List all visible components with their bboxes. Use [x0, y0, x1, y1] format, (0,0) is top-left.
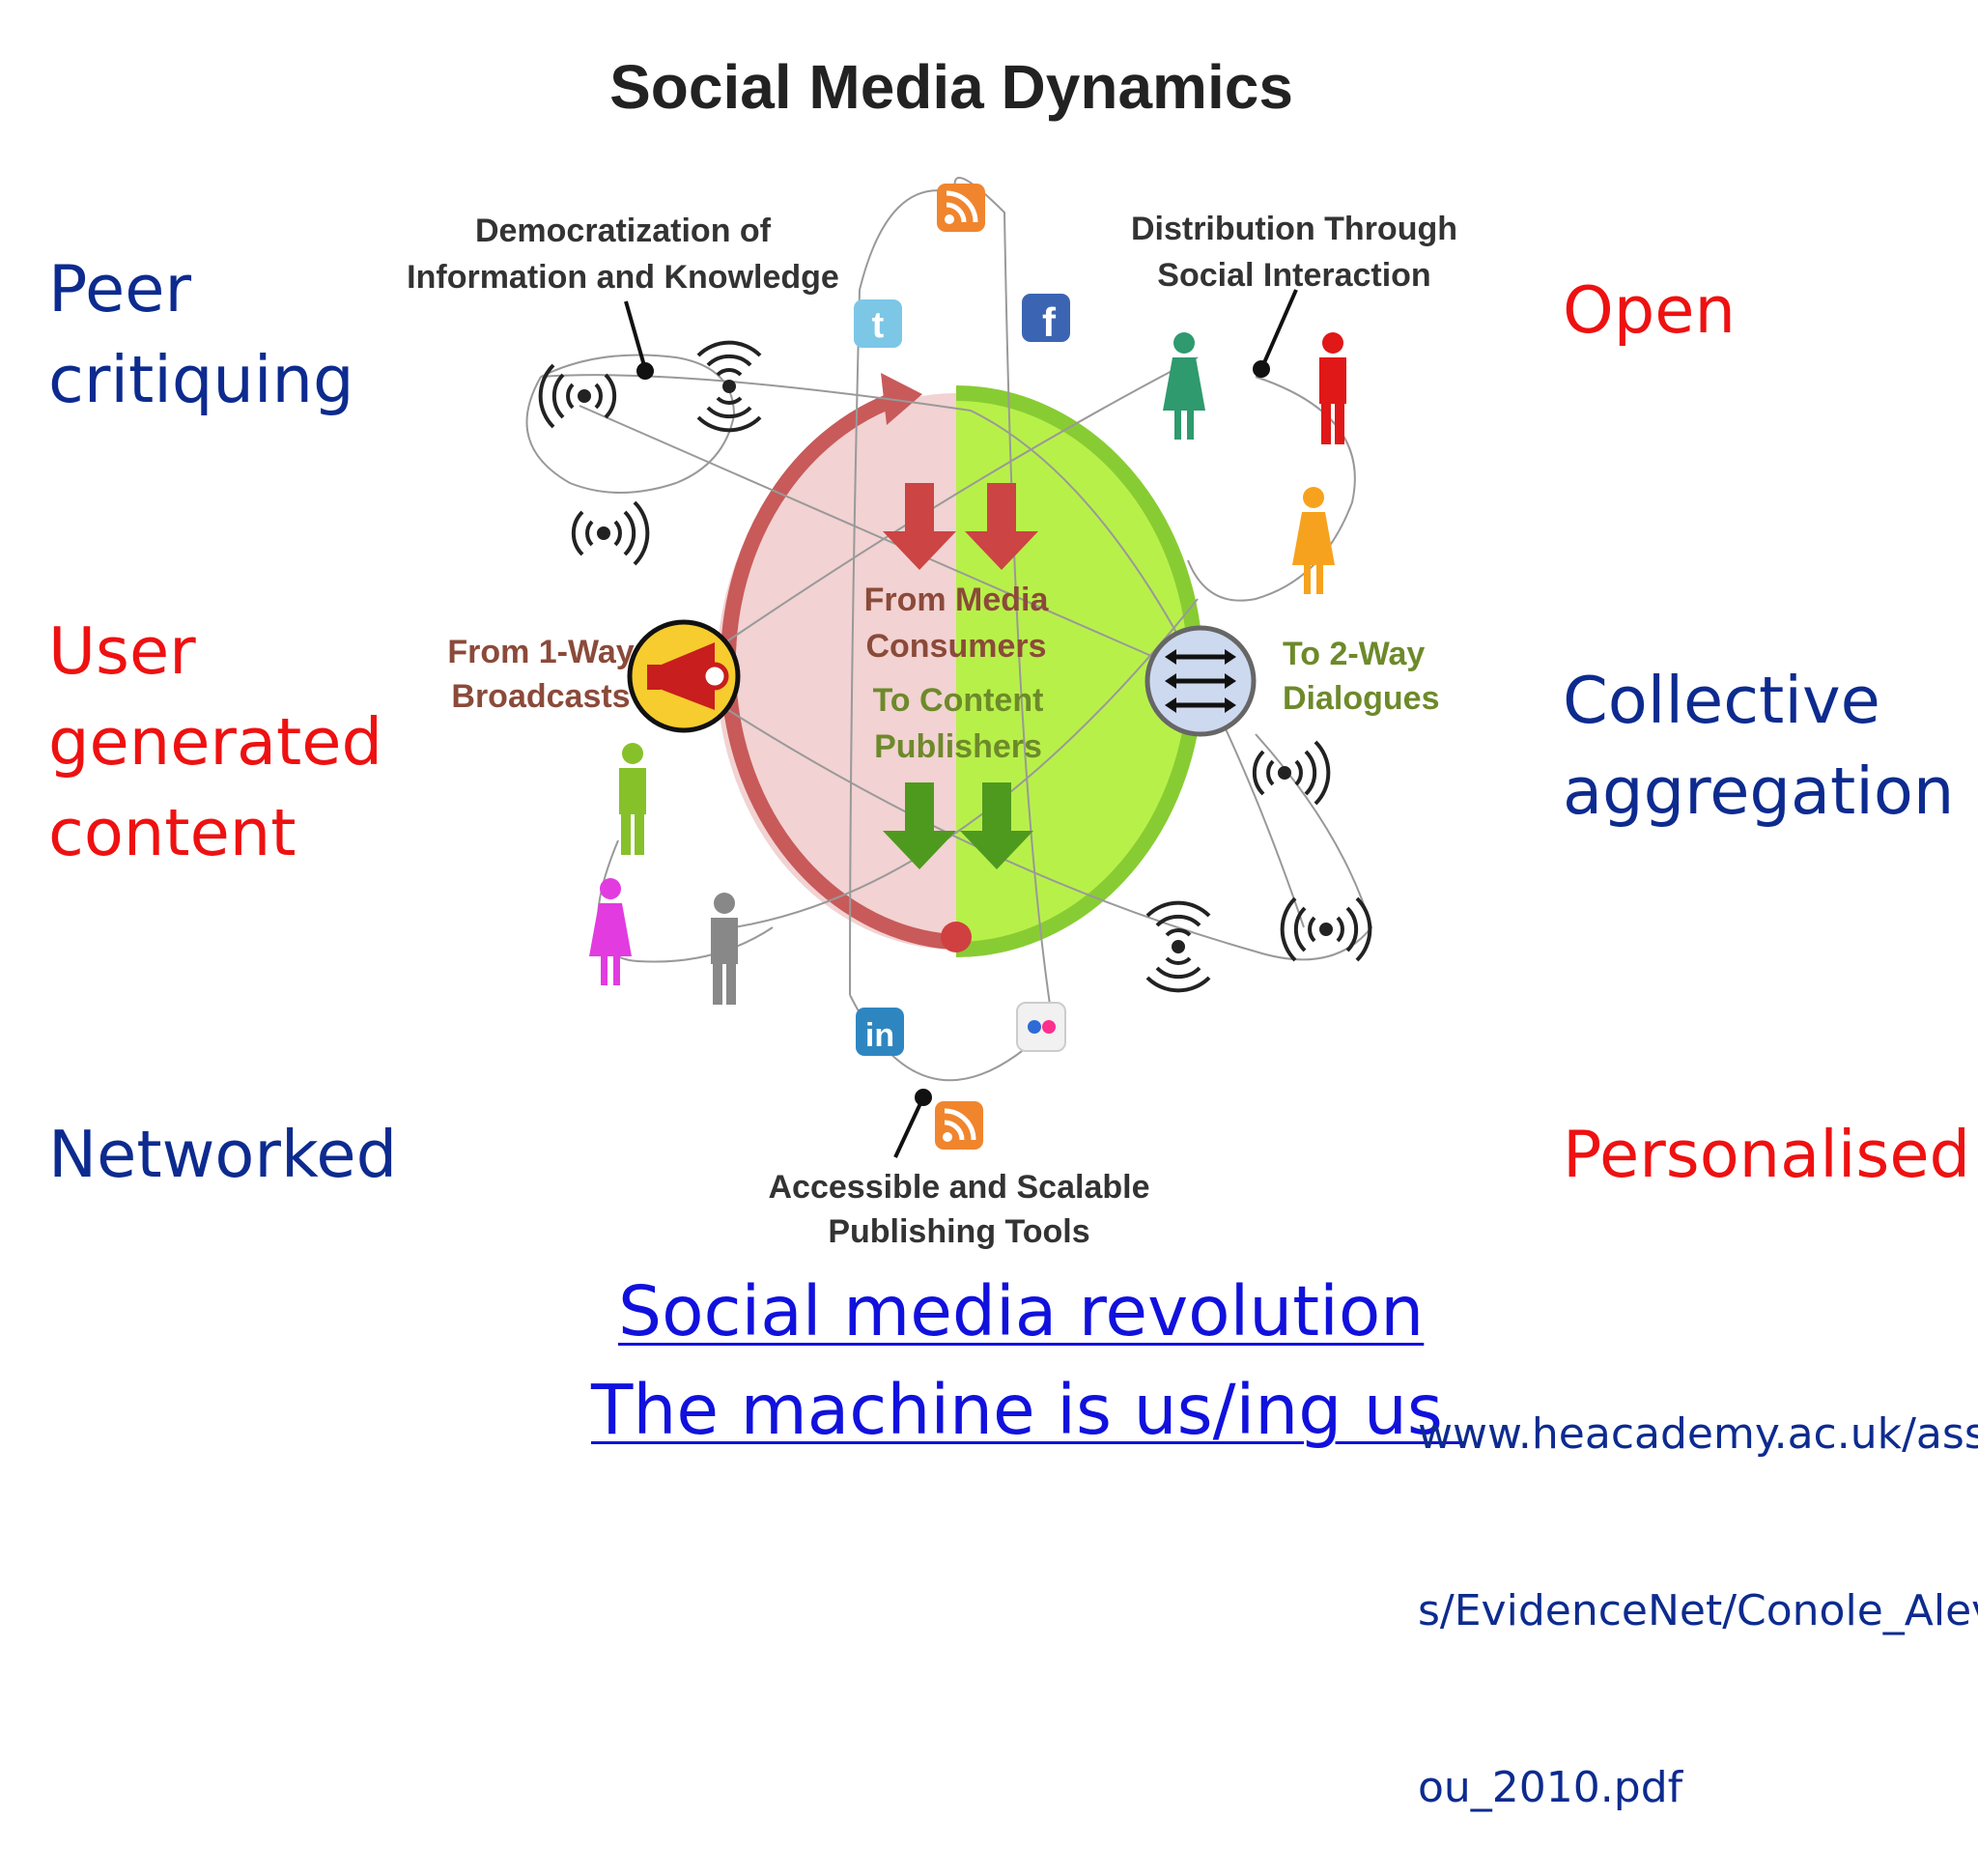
- term-user: User: [48, 613, 196, 689]
- person-icon-green: [619, 743, 646, 855]
- term-critiquing: critiquing: [48, 342, 354, 417]
- term-peer: Peer: [48, 251, 192, 327]
- facebook-icon: f: [1022, 294, 1070, 345]
- term-personalised: Personalised: [1563, 1117, 1971, 1192]
- label-democratization-line1: Democratization of: [475, 213, 772, 249]
- label-center-to-line2: Publishers: [874, 728, 1042, 765]
- person-icon-orange: [1292, 487, 1335, 594]
- svg-text:t: t: [872, 305, 885, 346]
- label-pointers: [624, 289, 1298, 1158]
- svg-text:f: f: [1042, 299, 1057, 345]
- reference-line1: www.heacademy.ac.uk/asse: [1418, 1409, 1978, 1459]
- wireless-signal-icon: [538, 340, 1372, 993]
- red-down-arrows: [883, 483, 1038, 570]
- svg-text:in: in: [865, 1017, 894, 1054]
- megaphone-icon: [627, 619, 741, 733]
- term-aggregation: aggregation: [1563, 753, 1955, 829]
- reference-line2: s/EvidenceNet/Conole_Alev: [1418, 1586, 1978, 1635]
- term-generated: generated: [48, 704, 383, 780]
- term-open: Open: [1563, 272, 1736, 348]
- rss-icon-bottom: [935, 1101, 983, 1150]
- green-down-arrows: [883, 782, 1033, 869]
- two-way-arrows-icon: [1144, 625, 1257, 737]
- flickr-icon: [1016, 1002, 1066, 1052]
- label-one-way-line2: Broadcasts: [451, 678, 630, 715]
- term-collective: Collective: [1563, 663, 1880, 738]
- term-content: content: [48, 795, 297, 870]
- label-two-way-line2: Dialogues: [1283, 680, 1439, 717]
- term-peer-critiquing: Peer critiquing: [48, 243, 353, 425]
- twitter-icon: t: [854, 299, 902, 348]
- person-icon-magenta: [589, 878, 632, 985]
- person-icon-teal: [1163, 332, 1205, 440]
- label-distribution-line1: Distribution Through: [1131, 211, 1457, 247]
- linkedin-icon: in: [856, 1008, 904, 1056]
- diagram-title: Social Media Dynamics: [609, 52, 1293, 122]
- label-accessible-line1: Accessible and Scalable: [769, 1169, 1150, 1206]
- label-one-way-line1: From 1-Way: [447, 634, 634, 670]
- machine-is-us-link[interactable]: The machine is us/ing us: [591, 1370, 1465, 1450]
- social-media-dynamics-diagram: Social Media Dynamics Dem: [407, 52, 1457, 1250]
- reference-line3: ou_2010.pdf: [1418, 1763, 1683, 1812]
- social-media-revolution-link[interactable]: Social media revolution: [618, 1271, 1425, 1351]
- rss-icon: [937, 184, 985, 232]
- person-icon-red: [1319, 332, 1346, 444]
- label-center-from-line2: Consumers: [865, 628, 1046, 665]
- label-center-to-line1: To Content: [873, 682, 1044, 719]
- term-networked: Networked: [48, 1117, 398, 1192]
- label-accessible-line2: Publishing Tools: [828, 1213, 1089, 1250]
- red-arc-end-dot: [941, 922, 972, 952]
- red-arc-arrowhead: [881, 373, 922, 425]
- person-icon-gray: [711, 893, 738, 1005]
- reference-url: www.heacademy.ac.uk/asse s/EvidenceNet/C…: [1418, 1287, 1978, 1876]
- label-democratization-line2: Information and Knowledge: [407, 259, 839, 296]
- label-center-from-line1: From Media: [864, 582, 1050, 618]
- label-distribution-line2: Social Interaction: [1157, 257, 1430, 294]
- term-collective-aggregation: Collective aggregation: [1563, 655, 1954, 837]
- label-two-way-line1: To 2-Way: [1283, 636, 1425, 672]
- term-user-generated-content: User generated content: [48, 606, 382, 878]
